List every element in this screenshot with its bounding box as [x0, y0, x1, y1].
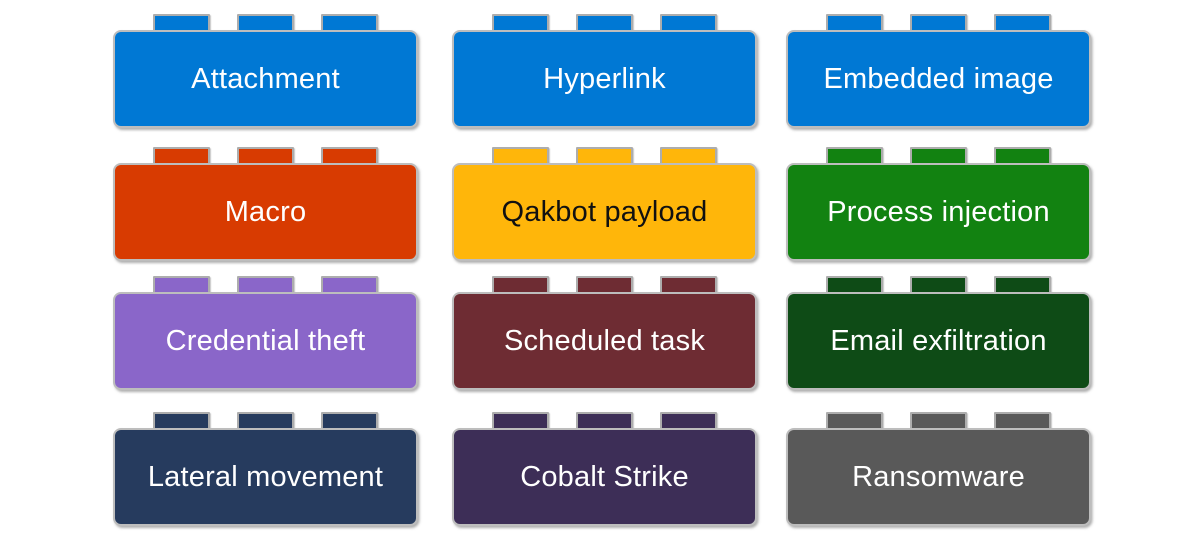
brick-body: Credential theft — [113, 292, 418, 390]
brick-label: Scheduled task — [503, 324, 706, 357]
brick-label: Macro — [224, 195, 307, 228]
brick-email-exfiltration: Email exfiltration — [786, 276, 1091, 390]
brick-lateral-movement: Lateral movement — [113, 412, 418, 526]
brick-body: Lateral movement — [113, 428, 418, 526]
brick-label: Process injection — [827, 195, 1050, 228]
brick-label: Qakbot payload — [501, 195, 708, 228]
brick-attachment: Attachment — [113, 14, 418, 128]
brick-hyperlink: Hyperlink — [452, 14, 757, 128]
brick-body: Embedded image — [786, 30, 1091, 128]
brick-body: Scheduled task — [452, 292, 757, 390]
brick-body: Email exfiltration — [786, 292, 1091, 390]
brick-body: Ransomware — [786, 428, 1091, 526]
brick-process-injection: Process injection — [786, 147, 1091, 261]
brick-body: Qakbot payload — [452, 163, 757, 261]
brick-body: Hyperlink — [452, 30, 757, 128]
brick-body: Cobalt Strike — [452, 428, 757, 526]
brick-qakbot-payload: Qakbot payload — [452, 147, 757, 261]
brick-ransomware: Ransomware — [786, 412, 1091, 526]
brick-label: Hyperlink — [543, 62, 666, 95]
brick-credential-theft: Credential theft — [113, 276, 418, 390]
brick-body: Attachment — [113, 30, 418, 128]
brick-cobalt-strike: Cobalt Strike — [452, 412, 757, 526]
brick-label: Cobalt Strike — [520, 460, 689, 493]
brick-label: Email exfiltration — [830, 324, 1047, 357]
brick-embedded-image: Embedded image — [786, 14, 1091, 128]
brick-label: Embedded image — [823, 62, 1054, 95]
brick-label: Attachment — [191, 62, 340, 95]
brick-body: Macro — [113, 163, 418, 261]
brick-body: Process injection — [786, 163, 1091, 261]
brick-label: Credential theft — [165, 324, 366, 357]
brick-label: Lateral movement — [147, 460, 384, 493]
brick-scheduled-task: Scheduled task — [452, 276, 757, 390]
brick-macro: Macro — [113, 147, 418, 261]
brick-label: Ransomware — [852, 460, 1025, 493]
